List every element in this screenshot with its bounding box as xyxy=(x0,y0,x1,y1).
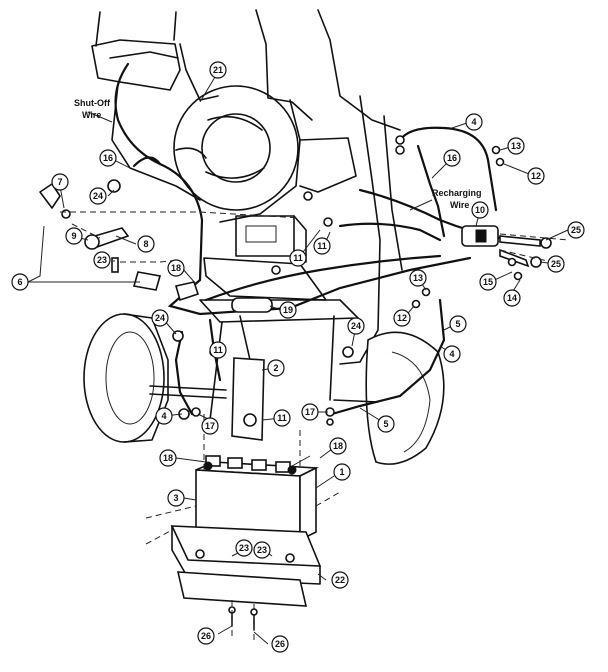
battery xyxy=(195,455,320,542)
callout-16: 16 xyxy=(99,149,117,167)
svg-text:16: 16 xyxy=(103,153,113,163)
svg-text:4: 4 xyxy=(161,411,166,421)
svg-text:12: 12 xyxy=(531,171,541,181)
svg-text:4: 4 xyxy=(449,349,454,359)
callout-26: 26 xyxy=(197,627,215,645)
callout-5: 5 xyxy=(449,315,467,333)
shutoff-wire-label-line2: Wire xyxy=(82,110,101,120)
callout-18: 18 xyxy=(329,437,347,455)
svg-text:23: 23 xyxy=(257,545,267,555)
svg-text:8: 8 xyxy=(143,239,148,249)
callout-25: 25 xyxy=(567,221,585,239)
svg-text:18: 18 xyxy=(333,441,343,451)
assembly-lines xyxy=(60,211,569,642)
svg-text:22: 22 xyxy=(335,575,345,585)
svg-text:15: 15 xyxy=(483,277,493,287)
svg-text:24: 24 xyxy=(93,191,103,201)
callout-13: 13 xyxy=(507,137,525,155)
callout-24: 24 xyxy=(347,317,365,335)
callout-25: 25 xyxy=(547,255,565,273)
svg-text:11: 11 xyxy=(317,241,327,251)
svg-text:18: 18 xyxy=(163,453,173,463)
callout-4: 4 xyxy=(443,345,461,363)
parts xyxy=(39,135,552,441)
callout-14: 14 xyxy=(503,289,521,307)
svg-text:17: 17 xyxy=(305,407,315,417)
callout-3: 3 xyxy=(167,489,185,507)
callout-26: 26 xyxy=(271,635,289,653)
callout-23: 23 xyxy=(253,541,271,559)
callout-4: 4 xyxy=(465,113,483,131)
callout-12: 12 xyxy=(527,167,545,185)
svg-text:11: 11 xyxy=(277,413,287,423)
callout-1: 1 xyxy=(333,463,351,481)
svg-text:13: 13 xyxy=(511,141,521,151)
callout-7: 7 xyxy=(51,173,69,191)
callout-16: 16 xyxy=(443,149,461,167)
callout-22: 22 xyxy=(331,571,349,589)
svg-text:14: 14 xyxy=(507,293,517,303)
wire-labels: Shut-Off Wire Recharging Wire xyxy=(74,98,482,210)
callout-12: 12 xyxy=(393,309,411,327)
svg-text:16: 16 xyxy=(447,153,457,163)
svg-text:7: 7 xyxy=(57,177,62,187)
svg-text:12: 12 xyxy=(397,313,407,323)
svg-text:1: 1 xyxy=(339,467,344,477)
callout-15: 15 xyxy=(479,273,497,291)
callout-18: 18 xyxy=(159,449,177,467)
callout-5: 5 xyxy=(377,415,395,433)
svg-text:25: 25 xyxy=(571,225,581,235)
shutoff-wire-label-line1: Shut-Off xyxy=(74,98,111,108)
svg-text:4: 4 xyxy=(471,117,476,127)
svg-text:10: 10 xyxy=(475,205,485,215)
callout-13: 13 xyxy=(409,269,427,287)
callout-8: 8 xyxy=(137,235,155,253)
svg-text:23: 23 xyxy=(97,255,107,265)
svg-text:11: 11 xyxy=(213,345,223,355)
callout-21: 21 xyxy=(209,61,227,79)
svg-text:17: 17 xyxy=(205,421,215,431)
svg-text:23: 23 xyxy=(239,543,249,553)
callout-9: 9 xyxy=(65,227,83,245)
svg-text:24: 24 xyxy=(155,313,165,323)
callout-2: 2 xyxy=(267,359,285,377)
svg-text:19: 19 xyxy=(283,305,293,315)
svg-text:2: 2 xyxy=(273,363,278,373)
callout-18: 18 xyxy=(167,259,185,277)
svg-text:5: 5 xyxy=(455,319,460,329)
svg-text:13: 13 xyxy=(413,273,423,283)
svg-text:26: 26 xyxy=(201,631,211,641)
svg-text:21: 21 xyxy=(213,65,223,75)
svg-text:24: 24 xyxy=(351,321,361,331)
callout-11: 11 xyxy=(209,341,227,359)
callout-4: 4 xyxy=(155,407,173,425)
callout-11: 11 xyxy=(273,409,291,427)
svg-text:3: 3 xyxy=(173,493,178,503)
callout-24: 24 xyxy=(89,187,107,205)
callout-24: 24 xyxy=(151,309,169,327)
svg-text:18: 18 xyxy=(171,263,181,273)
callout-23: 23 xyxy=(93,251,111,269)
callout-17: 17 xyxy=(201,417,219,435)
callout-11: 11 xyxy=(313,237,331,255)
callout-10: 10 xyxy=(471,201,489,219)
callout-6: 6 xyxy=(11,273,29,291)
part-callouts: 21 4 13 12 16 16 24 7 9 8 23 6 18 11 11 … xyxy=(11,61,585,653)
svg-text:26: 26 xyxy=(275,639,285,649)
recharging-wire-label-line1: Recharging xyxy=(432,188,482,198)
svg-text:6: 6 xyxy=(17,277,22,287)
callout-23: 23 xyxy=(235,539,253,557)
left-rear-wheel xyxy=(83,313,227,443)
callout-17: 17 xyxy=(301,403,319,421)
recharging-wire-label-line2: Wire xyxy=(450,200,469,210)
callout-11: 11 xyxy=(289,249,307,267)
callout-19: 19 xyxy=(279,301,297,319)
svg-text:11: 11 xyxy=(293,253,303,263)
svg-text:9: 9 xyxy=(71,231,76,241)
svg-text:5: 5 xyxy=(383,419,388,429)
svg-text:25: 25 xyxy=(551,259,561,269)
